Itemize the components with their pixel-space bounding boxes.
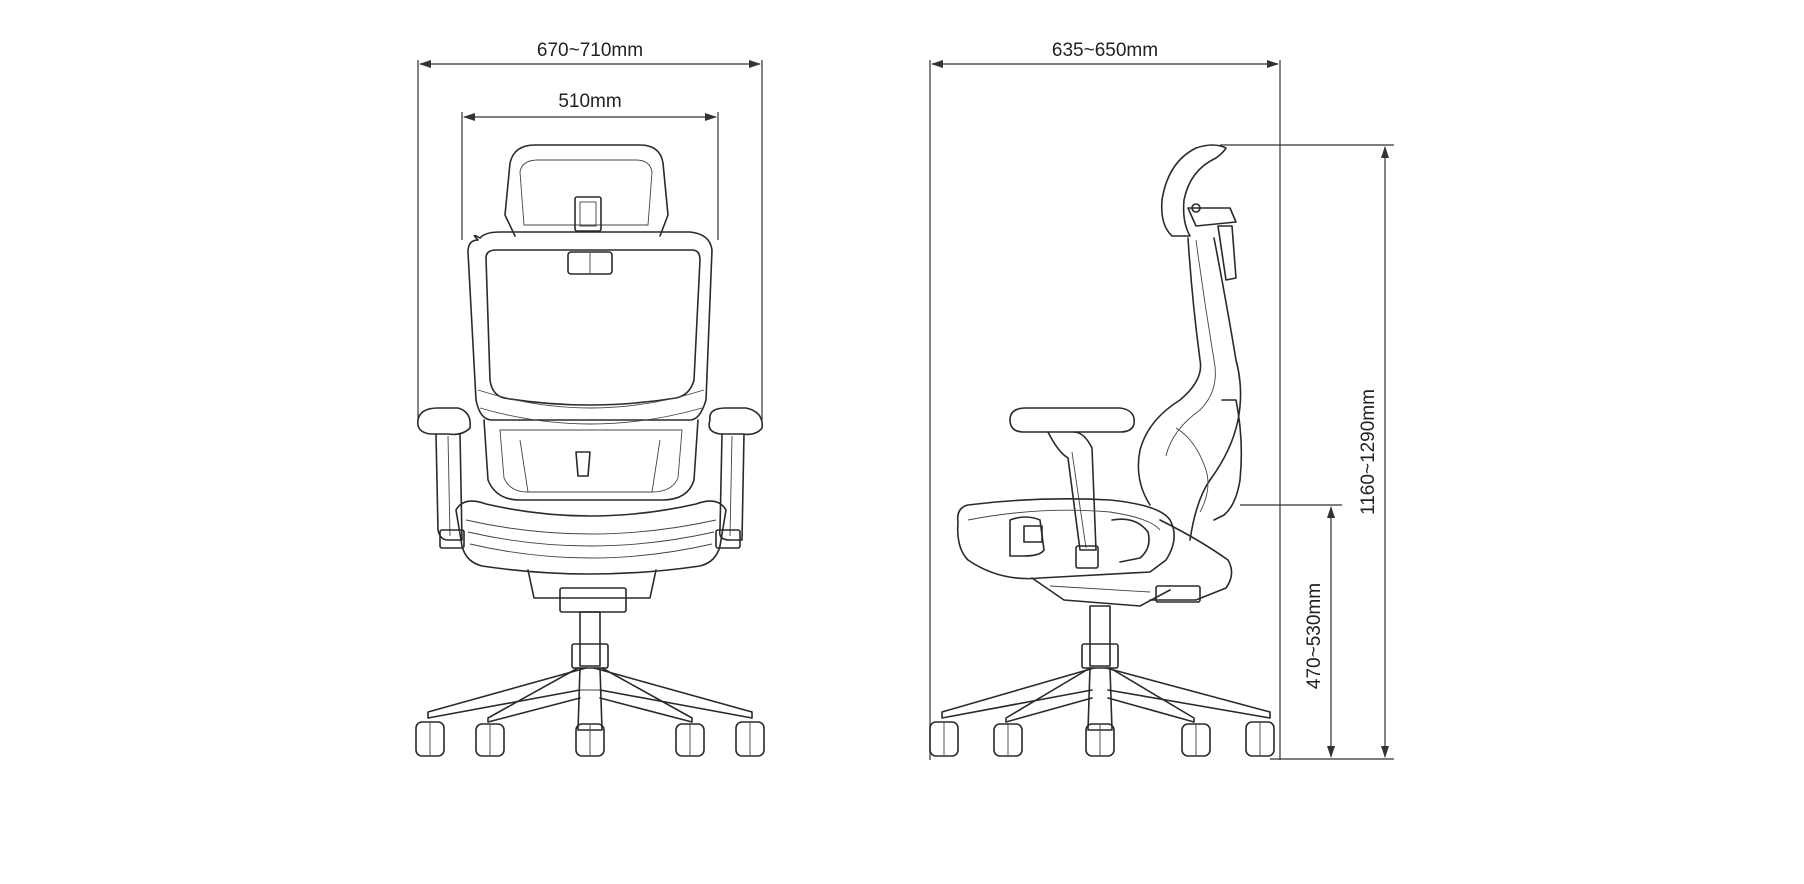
front-seat — [455, 500, 727, 613]
side-caster-4 — [1181, 723, 1211, 757]
front-view: 670~710mm 510mm — [415, 40, 765, 757]
front-base — [427, 667, 753, 731]
seat-width-dimension: 510mm — [461, 91, 719, 240]
side-headrest — [1160, 144, 1237, 281]
side-base — [941, 667, 1271, 731]
side-caster-2 — [993, 723, 1023, 757]
overall-width-label: 670~710mm — [537, 40, 643, 61]
side-seat — [956, 497, 1175, 607]
front-caster-5 — [735, 721, 765, 757]
side-armrest — [1009, 407, 1136, 569]
seat-height-label: 470~530mm — [1304, 583, 1325, 689]
front-backrest — [467, 231, 713, 425]
side-caster-1 — [929, 721, 959, 757]
front-armrest-right — [708, 407, 763, 549]
overall-width-dimension: 670~710mm — [417, 40, 763, 420]
overall-depth-label: 635~650mm — [1052, 40, 1158, 61]
front-caster-3 — [575, 723, 605, 757]
overall-height-dimension: 1160~1290mm — [1220, 144, 1394, 760]
side-gas-cylinder — [1081, 605, 1119, 669]
overall-depth-dimension: 635~650mm — [929, 40, 1281, 760]
front-gas-cylinder — [571, 611, 609, 669]
seat-width-label: 510mm — [558, 91, 621, 112]
front-caster-4 — [675, 723, 705, 757]
side-caster-3 — [1085, 723, 1115, 757]
side-backrest — [1137, 237, 1243, 603]
front-caster-1 — [415, 721, 445, 757]
front-lumbar — [483, 419, 699, 501]
side-caster-5 — [1245, 721, 1275, 757]
front-armrest-left — [416, 407, 472, 549]
front-headrest — [504, 144, 669, 237]
seat-height-dimension: 470~530mm — [1240, 504, 1342, 758]
overall-height-label: 1160~1290mm — [1358, 389, 1379, 515]
side-view: 635~650mm 1160~1290mm 470~530mm — [929, 40, 1394, 760]
front-caster-2 — [475, 723, 505, 757]
